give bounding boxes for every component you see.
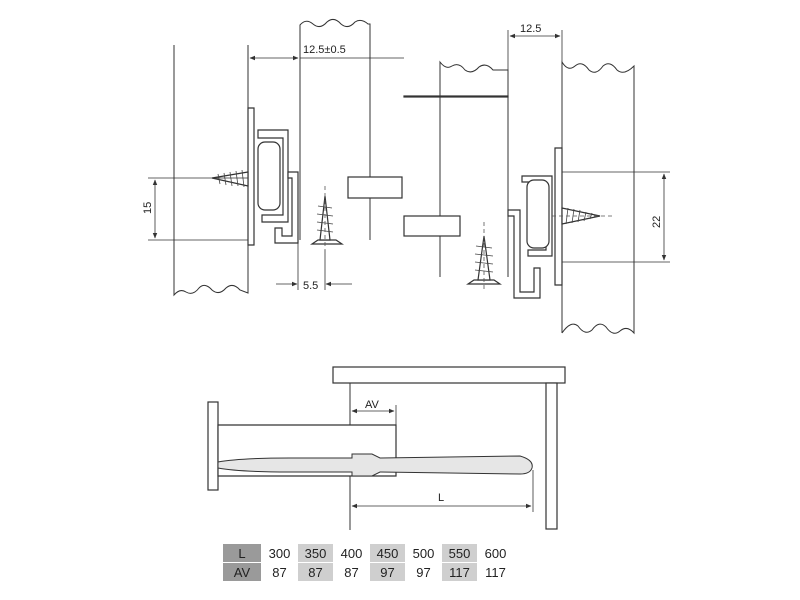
left-cabinet-panel (173, 45, 249, 297)
left-bottom-screw (310, 186, 344, 250)
dim-left-bottom-label: 5.5 (303, 280, 318, 292)
cabinet-top-board (332, 366, 566, 384)
table-cell: 87 (297, 562, 334, 582)
dim-left-top-label: 12.5±0.5 (303, 44, 346, 56)
dim-right-top: 12.5 (507, 23, 563, 70)
right-cabinet-panel (561, 60, 635, 335)
table-cell: 500 (405, 543, 442, 563)
dim-right-height: 22 (562, 171, 670, 263)
table-cell: 87 (333, 562, 370, 582)
table-cell: 97 (369, 562, 406, 582)
left-section-view: 12.5±0.5 15 5.5 (142, 18, 404, 297)
left-drawer-bottom (347, 176, 403, 199)
left-cabinet-screw (211, 169, 249, 188)
table-cell: 450 (369, 543, 406, 563)
dim-left-height-label: 15 (142, 202, 154, 214)
right-drawer-bottom (403, 215, 461, 237)
table-row-label: L (222, 543, 262, 563)
right-drawer-panel (439, 60, 509, 277)
cabinet-back-leg (545, 382, 558, 530)
table-row-l: L 300 350 400 450 500 550 600 (222, 543, 514, 563)
table-cell: 550 (441, 543, 478, 563)
table-cell: 300 (261, 543, 298, 563)
table-cell: 350 (297, 543, 334, 563)
dim-av: AV (351, 399, 397, 425)
dim-av-label: AV (365, 399, 380, 411)
right-drawer-channel (507, 209, 541, 299)
left-drawer-channel (274, 171, 299, 244)
bottom-side-view: AV L (207, 366, 566, 530)
dim-right-top-label: 12.5 (520, 23, 541, 35)
dim-l-label: L (438, 492, 444, 504)
table-cell: 400 (333, 543, 370, 563)
table-cell: 97 (405, 562, 442, 582)
table-cell: 600 (477, 543, 514, 563)
left-runner-bracket (247, 107, 255, 246)
table-row-label: AV (222, 562, 262, 582)
left-runner-profile (257, 129, 289, 223)
left-runner-wheel (257, 141, 281, 211)
dim-l: L (351, 470, 534, 512)
dim-left-bottom: 5.5 (276, 243, 352, 292)
table-row-av: AV 87 87 87 97 97 117 117 (222, 562, 514, 582)
dim-left-top: 12.5±0.5 (247, 25, 404, 108)
size-table: L 300 350 400 450 500 550 600 AV 87 87 8… (222, 543, 514, 582)
dim-right-height-label: 22 (651, 216, 663, 228)
right-bottom-screw (466, 222, 502, 290)
table-cell: 117 (441, 562, 478, 582)
dim-left-height: 15 (142, 177, 248, 241)
right-cabinet-screw (552, 207, 612, 225)
right-runner-bracket (554, 147, 563, 286)
runner-rail (217, 453, 533, 477)
drawer-front (207, 401, 219, 491)
table-cell: 87 (261, 562, 298, 582)
right-drawer-top-board (403, 95, 509, 98)
table-cell: 117 (477, 562, 514, 582)
right-runner-wheel (526, 179, 550, 249)
right-section-view: 12.5 22 (403, 23, 670, 335)
